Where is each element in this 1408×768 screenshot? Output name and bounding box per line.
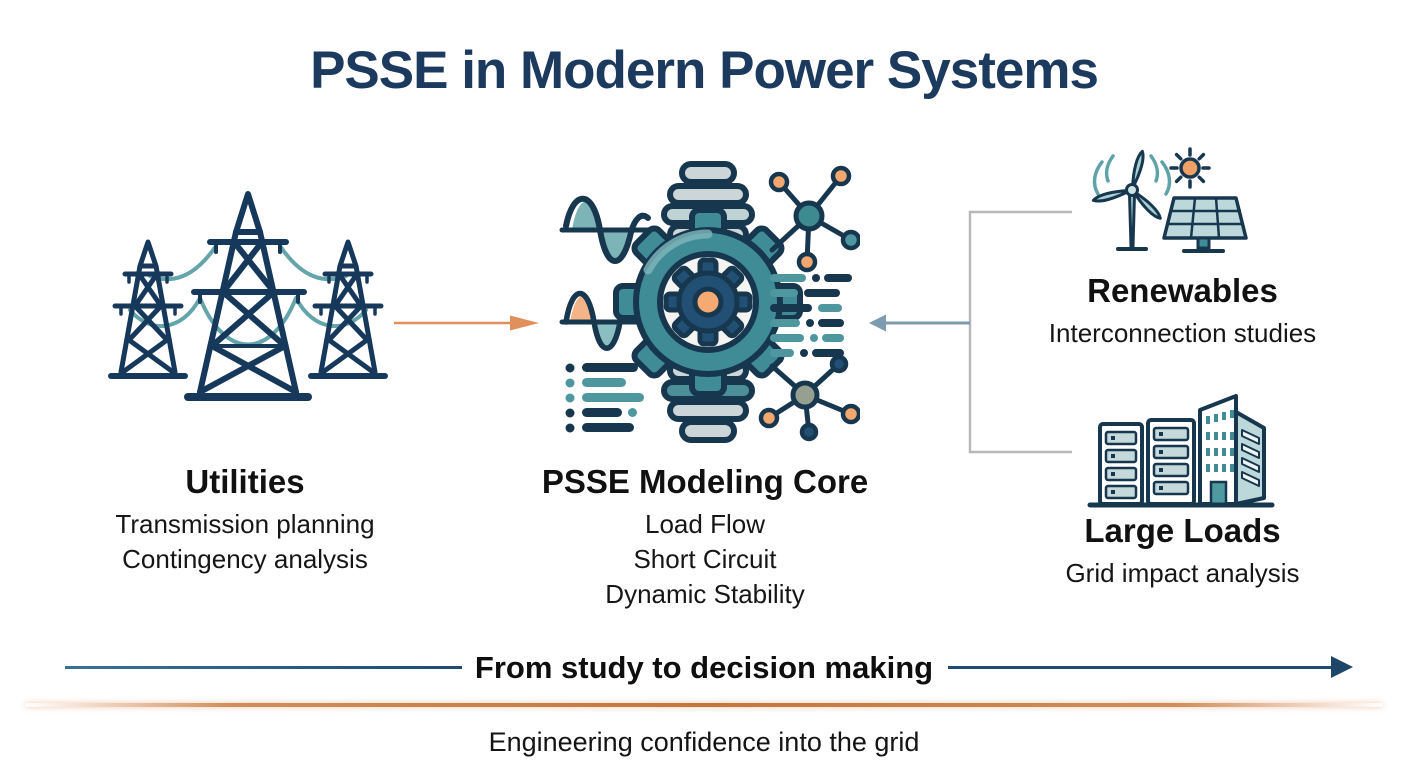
large-loads-heading: Large Loads — [1084, 512, 1281, 549]
flow-label: From study to decision making — [474, 650, 934, 685]
page-title: PSSE in Modern Power Systems — [310, 41, 1099, 100]
flow-arrow-line-left — [65, 666, 462, 669]
utilities-section: Utilities Transmission planning Continge… — [40, 463, 450, 577]
large-loads-section: Large Loads Grid impact analysis — [1015, 512, 1350, 591]
data-center-buildings-icon — [1087, 394, 1275, 508]
flow-arrow-line-right — [948, 666, 1333, 669]
transmission-towers-icon — [108, 191, 388, 401]
renewables-section: Renewables Interconnection studies — [1015, 272, 1350, 351]
core-heading: PSSE Modeling Core — [541, 463, 869, 500]
flow-arrowhead-icon — [1331, 656, 1353, 678]
orange-divider-line — [25, 703, 1383, 707]
core-line-3: Dynamic Stability — [605, 579, 805, 609]
psse-gear-modeling-icon — [559, 161, 860, 443]
utilities-line-2: Contingency analysis — [122, 544, 368, 574]
gray-bracket-left-arrow — [869, 210, 1072, 454]
utilities-heading: Utilities — [185, 463, 305, 500]
core-section: PSSE Modeling Core Load Flow Short Circu… — [480, 463, 930, 612]
large-loads-line-1: Grid impact analysis — [1065, 558, 1300, 588]
renewables-line-1: Interconnection studies — [1048, 318, 1317, 348]
renewables-heading: Renewables — [1087, 272, 1278, 309]
utilities-line-1: Transmission planning — [115, 509, 375, 539]
tagline: Engineering confidence into the grid — [488, 727, 920, 757]
orange-right-arrow — [394, 315, 539, 331]
wind-turbine-sun-solar-icon — [1091, 147, 1248, 253]
core-line-2: Short Circuit — [633, 544, 777, 574]
core-line-1: Load Flow — [645, 509, 765, 539]
